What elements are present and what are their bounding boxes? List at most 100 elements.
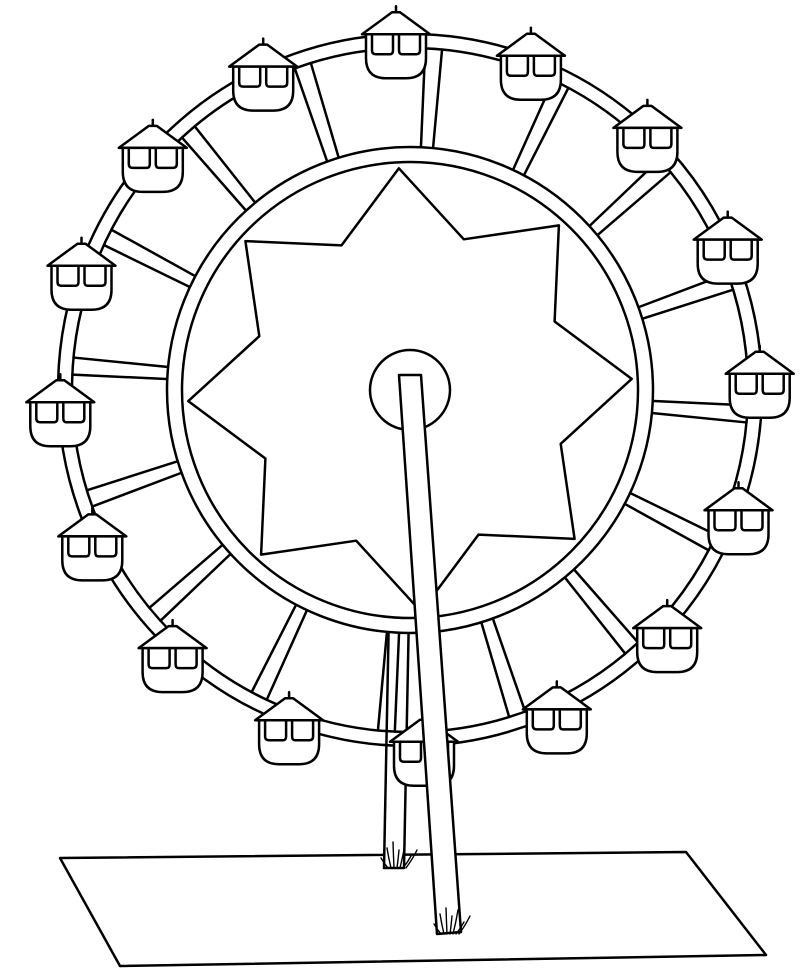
spoke — [180, 136, 247, 212]
gondola — [46, 236, 117, 311]
spoke — [90, 471, 182, 508]
gondola-cabin — [499, 54, 563, 102]
grass-blade — [405, 849, 418, 869]
spoke — [491, 618, 527, 713]
spoke — [265, 609, 308, 702]
gondola-window — [147, 646, 171, 670]
spoke — [309, 61, 340, 158]
gondola-window — [263, 718, 288, 742]
spoke — [250, 604, 297, 694]
spoke — [480, 622, 511, 719]
spoke — [642, 288, 735, 320]
gondola-window — [174, 646, 198, 670]
grass-blade — [449, 915, 453, 935]
spoke — [159, 553, 232, 622]
gondola-window — [505, 54, 530, 78]
gondola-window — [237, 65, 262, 88]
gondola — [631, 598, 703, 674]
gondola-cabin — [635, 626, 699, 674]
gondola-roof — [117, 124, 189, 150]
gondola-roof — [46, 242, 117, 267]
gondola-cabin — [121, 146, 185, 194]
gondola-window — [713, 509, 737, 532]
gondola-roof — [25, 378, 96, 404]
gondola-cabin — [231, 65, 295, 112]
gondola-window — [740, 509, 764, 532]
spoke — [564, 576, 627, 655]
gondola — [360, 5, 432, 80]
gondola-cabin — [257, 718, 321, 766]
spoke — [651, 411, 748, 424]
grass-blade — [380, 857, 389, 869]
spoke — [85, 460, 178, 492]
gondola-roof — [495, 32, 567, 58]
gondola — [253, 690, 325, 766]
gondola-roof — [631, 604, 703, 630]
gondola-cabin — [696, 238, 759, 285]
gondola-cabin — [525, 708, 589, 755]
gondola-cabin — [141, 646, 204, 694]
gondola-window — [734, 372, 758, 396]
grass-blade — [433, 923, 442, 935]
gondola — [495, 26, 567, 102]
gondola-window — [668, 626, 693, 650]
gondola-roof — [360, 11, 432, 36]
grass-blade — [445, 907, 448, 935]
gondola-window — [154, 146, 179, 170]
gondola — [137, 618, 208, 694]
spoke — [573, 568, 640, 644]
gondola-cabin — [728, 372, 791, 420]
gondola-window — [397, 33, 422, 56]
gondola-window — [531, 708, 556, 731]
grass-blade — [439, 913, 445, 935]
grass-blade — [452, 909, 459, 935]
gondola — [692, 210, 763, 285]
gondola-cabin — [707, 509, 770, 556]
grass-blade — [458, 915, 471, 935]
gondola-window — [532, 54, 557, 78]
gondola-window — [127, 146, 152, 170]
gondola-cabin — [50, 264, 113, 311]
inner-ring-inner-edge — [180, 160, 640, 620]
gondola-cabin — [29, 400, 92, 448]
gondola-window — [56, 264, 80, 287]
gondola-window — [83, 264, 107, 287]
gondolas — [25, 5, 795, 787]
gondola-roof — [227, 43, 299, 68]
gondola-roof — [692, 216, 763, 241]
gondola-window — [398, 740, 423, 763]
gondola-window — [649, 126, 673, 150]
grass-blade — [392, 841, 395, 869]
gondola-window — [62, 400, 86, 424]
gondola-window — [558, 708, 583, 731]
spoke — [431, 48, 444, 149]
gondola-window — [264, 65, 289, 88]
gondola-cabin — [616, 126, 679, 174]
grass-blade — [386, 847, 392, 869]
spoke — [102, 243, 191, 288]
spoke — [376, 631, 389, 732]
gondola-roof — [253, 696, 325, 722]
grass-blade — [402, 855, 412, 869]
gondola-window — [67, 535, 91, 558]
grass-blade — [455, 921, 465, 935]
gondola-roof — [521, 686, 593, 711]
grass-tuft-front — [433, 907, 471, 935]
spoke — [523, 86, 570, 176]
gondola-roof — [137, 624, 208, 650]
spoke — [629, 492, 718, 537]
gondola-roof — [724, 350, 795, 376]
spoke — [193, 125, 256, 204]
gondola — [521, 680, 593, 755]
spoke — [293, 67, 329, 162]
spoke — [110, 228, 196, 277]
gondola-roof — [612, 104, 683, 130]
spoke — [148, 544, 224, 610]
spoke — [72, 356, 169, 369]
gondola-cabin — [364, 33, 428, 80]
gondola — [724, 344, 795, 420]
spoke — [624, 503, 710, 552]
gondola — [57, 507, 128, 582]
grass-tuft-rear — [380, 841, 418, 869]
